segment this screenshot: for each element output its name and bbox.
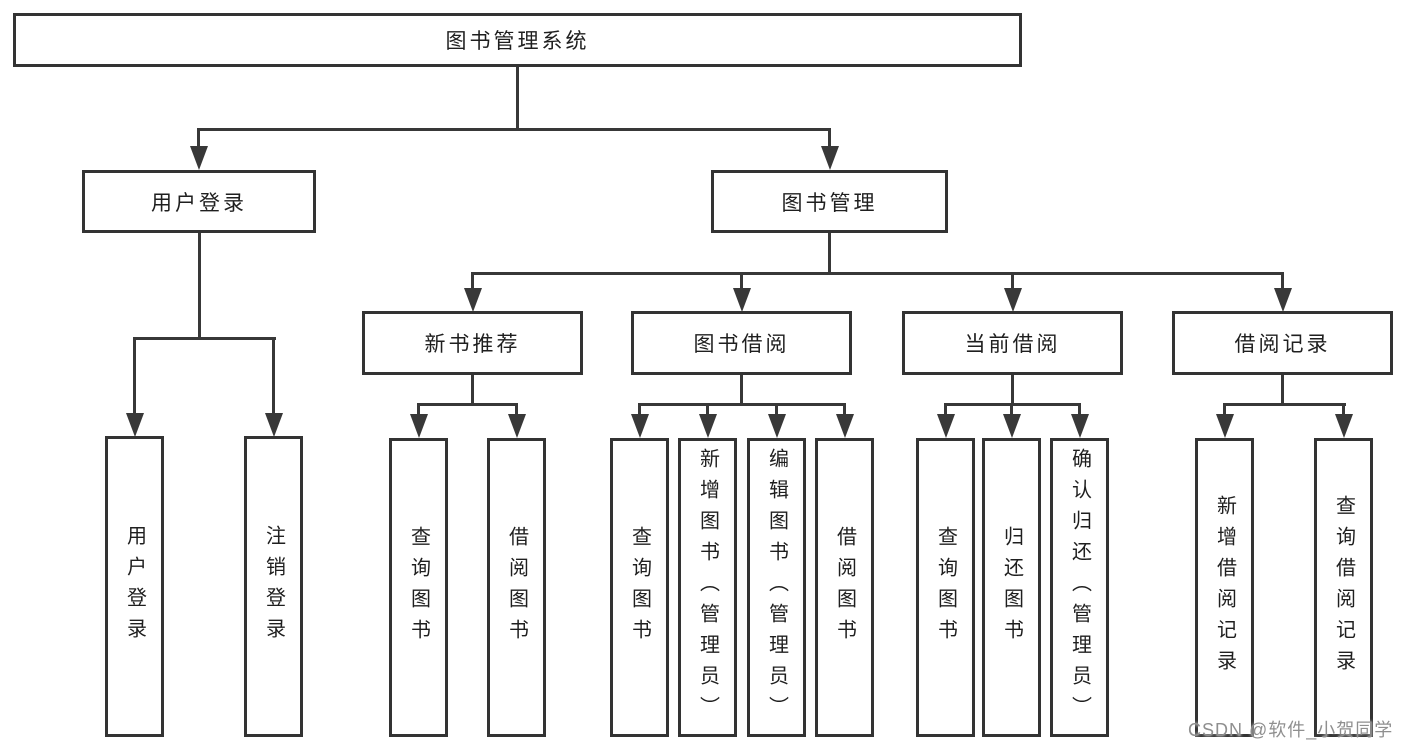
node-login: 用户登录	[105, 436, 164, 737]
node-bb-query-books: 查询图书	[610, 438, 669, 737]
connector-arrowhead	[699, 414, 717, 438]
connector-arrowhead	[821, 146, 839, 170]
node-user-login: 用户登录	[82, 170, 316, 233]
connector-book-mgmt-drop	[828, 233, 831, 275]
node-cb-query-books-label: 查询图书	[934, 525, 957, 650]
node-rec-borrow-books-label: 借阅图书	[505, 525, 528, 650]
connector-arrowhead	[631, 414, 649, 438]
node-book-borrow: 图书借阅	[631, 311, 852, 375]
node-bb-query-books-label: 查询图书	[628, 525, 651, 650]
connector-stub	[638, 406, 641, 416]
node-book-mgmt: 图书管理	[711, 170, 948, 233]
node-add-book-admin: 新增图书（管理员）	[678, 438, 737, 737]
node-rec-query-books-label: 查询图书	[407, 525, 430, 650]
connector-arrowhead	[190, 146, 208, 170]
node-query-borrow-record: 查询借阅记录	[1314, 438, 1373, 737]
connector-stub-logout	[272, 340, 275, 416]
connector-stub	[843, 406, 846, 416]
connector-stub	[775, 406, 778, 416]
connector-stub-borrow-records	[1281, 275, 1284, 290]
node-borrow-records-label: 借阅记录	[1234, 333, 1331, 356]
node-root-label: 图书管理系统	[445, 30, 590, 53]
node-rec-query-books: 查询图书	[389, 438, 448, 737]
connector-arrowhead	[733, 288, 751, 312]
node-current-borrow-label: 当前借阅	[964, 333, 1061, 356]
connector-stub-book-borrow	[740, 275, 743, 290]
node-book-mgmt-label: 图书管理	[781, 191, 878, 215]
connector-arrowhead	[410, 414, 428, 438]
connector-arrowhead	[126, 413, 144, 437]
connector-book-borrow-split	[638, 403, 846, 406]
connector-borrow-records-split	[1223, 403, 1346, 406]
connector-stub-login	[133, 340, 136, 416]
node-edit-book-admin: 编辑图书（管理员）	[747, 438, 806, 737]
node-new-book-rec-label: 新书推荐	[424, 333, 521, 356]
node-current-borrow: 当前借阅	[902, 311, 1123, 375]
connector-arrowhead	[1216, 414, 1234, 438]
connector-stub	[515, 406, 518, 416]
node-edit-book-admin-label: 编辑图书（管理员）	[765, 448, 788, 727]
connector-current-borrow-split	[944, 403, 1081, 406]
node-logout: 注销登录	[244, 436, 303, 737]
node-cb-query-books: 查询图书	[916, 438, 975, 737]
node-book-borrow-label: 图书借阅	[693, 333, 790, 356]
connector-arrowhead	[464, 288, 482, 312]
connector-stub-current-borrow	[1011, 275, 1014, 290]
connector-stub-user-login	[197, 131, 200, 148]
node-new-book-rec: 新书推荐	[362, 311, 583, 375]
node-query-borrow-record-label: 查询借阅记录	[1332, 494, 1355, 681]
node-logout-label: 注销登录	[262, 524, 285, 649]
connector-arrowhead	[1274, 288, 1292, 312]
node-bb-borrow-books: 借阅图书	[815, 438, 874, 737]
connector-borrow-records-drop	[1281, 375, 1284, 406]
connector-stub	[1010, 406, 1013, 416]
connector-book-mgmt-split	[471, 272, 1284, 275]
connector-current-borrow-drop	[1011, 375, 1014, 406]
connector-stub-new-book-rec	[471, 275, 474, 290]
connector-new-book-rec-drop	[471, 375, 474, 406]
connector-arrowhead	[1004, 288, 1022, 312]
node-return-book-label: 归还图书	[1000, 525, 1023, 650]
connector-arrowhead	[1335, 414, 1353, 438]
connector-arrowhead	[1071, 414, 1089, 438]
connector-stub	[1223, 406, 1226, 416]
connector-arrowhead	[768, 414, 786, 438]
connector-stub	[944, 406, 947, 416]
connector-user-login-split	[133, 337, 276, 340]
node-add-book-admin-label: 新增图书（管理员）	[696, 448, 719, 727]
node-bb-borrow-books-label: 借阅图书	[833, 525, 856, 650]
node-confirm-return-admin-label: 确认归还（管理员）	[1068, 448, 1091, 727]
connector-new-book-rec-split	[417, 403, 518, 406]
connector-root-split	[197, 128, 831, 131]
connector-stub	[1078, 406, 1081, 416]
connector-stub-book-mgmt	[828, 131, 831, 148]
connector-arrowhead	[265, 413, 283, 437]
node-confirm-return-admin: 确认归还（管理员）	[1050, 438, 1109, 737]
connector-arrowhead	[937, 414, 955, 438]
node-return-book: 归还图书	[982, 438, 1041, 737]
connector-stub	[417, 406, 420, 416]
node-login-label: 用户登录	[123, 524, 146, 649]
connector-root-drop	[516, 65, 519, 131]
connector-book-borrow-drop	[740, 375, 743, 406]
connector-user-login-drop	[198, 233, 201, 340]
connector-arrowhead	[508, 414, 526, 438]
node-borrow-records: 借阅记录	[1172, 311, 1393, 375]
connector-arrowhead	[1003, 414, 1021, 438]
node-user-login-label: 用户登录	[151, 191, 247, 215]
connector-stub	[706, 406, 709, 416]
node-add-borrow-record: 新增借阅记录	[1195, 438, 1254, 737]
node-rec-borrow-books: 借阅图书	[487, 438, 546, 737]
watermark: CSDN @软件_小贺同学	[1188, 720, 1394, 740]
connector-stub	[1342, 406, 1345, 416]
connector-arrowhead	[836, 414, 854, 438]
node-root: 图书管理系统	[13, 13, 1022, 67]
node-add-borrow-record-label: 新增借阅记录	[1213, 494, 1236, 681]
